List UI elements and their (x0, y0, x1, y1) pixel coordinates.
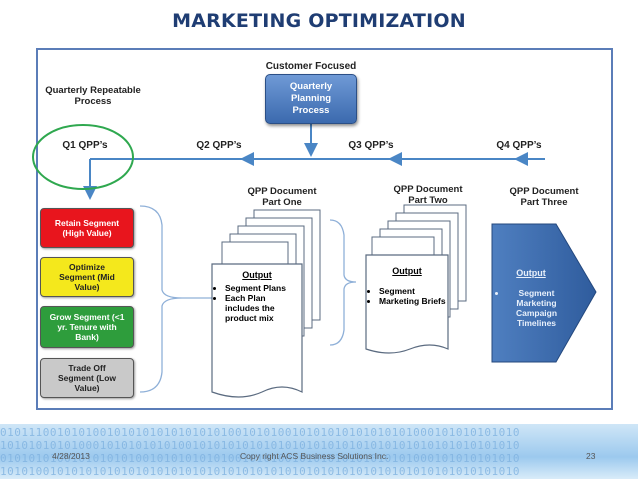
doc3-output-title: Output (516, 268, 546, 278)
doc2-bullet: Segment (379, 286, 446, 296)
doc1-stack (211, 209, 321, 398)
binary-pattern: 1010100101010101010101010101010101010101… (0, 465, 520, 478)
q2-label: Q2 QPP’s (196, 140, 242, 151)
doc1-output-title: Output (242, 270, 272, 280)
quarterly-repeatable-label: Quarterly Repeatable Process (45, 85, 141, 107)
segment-grow-label: Grow Segment (<1 yr. Tenure with Bank) (49, 312, 125, 342)
doc2-bullet: Marketing Briefs (379, 296, 446, 306)
doc-bracket (329, 219, 357, 346)
doc3-output: Output Segment Marketing Campaign Timeli… (496, 268, 566, 328)
segment-optimize-label: Optimize Segment (Mid Value) (59, 262, 115, 292)
doc3-bullet: Segment Marketing Campaign Timelines (507, 288, 566, 328)
segment-grow: Grow Segment (<1 yr. Tenure with Bank) (40, 306, 134, 348)
q1-highlight-circle (32, 124, 134, 190)
q4-label: Q4 QPP’s (496, 140, 542, 151)
segment-optimize: Optimize Segment (Mid Value) (40, 257, 134, 297)
doc3-header: QPP Document Part Three (509, 186, 579, 208)
doc1-bullet: Segment Plans (225, 283, 300, 293)
footer-page-number: 23 (586, 451, 596, 461)
doc2-output-title: Output (392, 266, 422, 276)
binary-pattern: 0101110010101001010101010101010100101010… (0, 426, 520, 439)
doc2-output: Output Segment Marketing Briefs (368, 266, 446, 306)
footer-date: 4/28/2013 (52, 451, 90, 461)
doc1-header: QPP Document Part One (247, 186, 317, 208)
customer-focused-label: Customer Focused (265, 61, 357, 72)
planning-box-label: Quarterly Planning Process (289, 81, 333, 116)
q1-label: Q1 QPP’s (62, 140, 108, 151)
slide-title: MARKETING OPTIMIZATION (172, 10, 466, 32)
quarterly-planning-box: Quarterly Planning Process (265, 74, 357, 124)
binary-pattern: 0101010100101010101001010101010100101010… (0, 452, 520, 465)
segment-retain-label: Retain Segment (High Value) (54, 218, 120, 238)
segment-retain: Retain Segment (High Value) (40, 208, 134, 248)
binary-pattern: 1010101010100010101010101001010101010101… (0, 439, 520, 452)
segment-tradeoff-label: Trade Off Segment (Low Value) (57, 363, 117, 393)
segments-bracket (139, 205, 183, 393)
doc2-stack (365, 204, 467, 354)
segment-tradeoff: Trade Off Segment (Low Value) (40, 358, 134, 398)
doc1-output: Output Segment Plans Each Plan includes … (214, 270, 300, 323)
doc2-header: QPP Document Part Two (393, 184, 463, 206)
doc3-chevron (491, 223, 597, 363)
footer-copyright: Copy right ACS Business Solutions Inc. (240, 451, 389, 461)
footer-band: 0101110010101001010101010101010100101010… (0, 424, 638, 479)
q3-label: Q3 QPP’s (348, 140, 394, 151)
doc1-bullet: Each Plan includes the product mix (225, 293, 300, 323)
